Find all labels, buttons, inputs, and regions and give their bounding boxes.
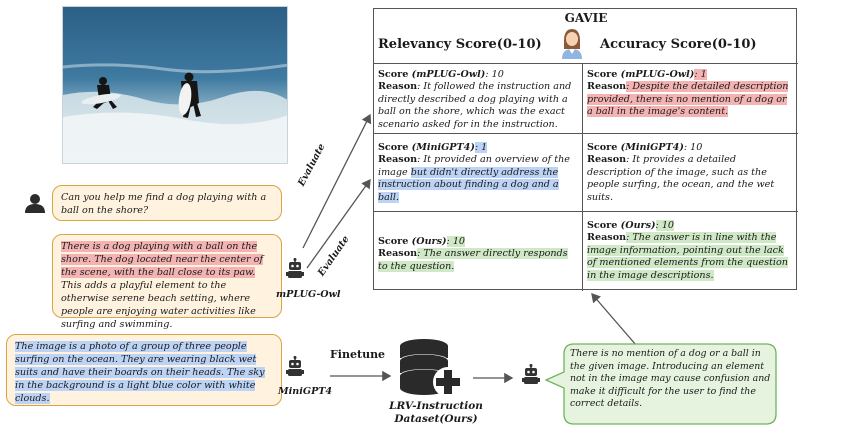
relevancy-header: Relevancy Score(0-10)	[378, 37, 542, 52]
rel-score-value: : 10	[446, 236, 466, 247]
rel-score-label: Score	[378, 236, 412, 247]
ours-robot-icon	[522, 364, 540, 384]
acc-score-label: Score	[587, 142, 621, 153]
dataset-label: LRV-Instruction Dataset(Ours)	[388, 400, 484, 426]
rel-model: (MiniGPT4)	[411, 142, 475, 153]
mplug-answer-hallucination: There is a dog playing with a ball on th…	[61, 241, 264, 278]
rel-score-label: Score	[378, 69, 412, 80]
acc-cell-minigpt: Score (MiniGPT4): 10 Reason: It provides…	[583, 139, 797, 207]
acc-score-label: Score	[587, 69, 621, 80]
rel-cell-minigpt: Score (MiniGPT4): 1 Reason: It provided …	[374, 139, 582, 207]
acc-reason-label: Reason	[587, 81, 627, 93]
user-icon	[25, 194, 45, 213]
database-icon	[400, 339, 463, 397]
rel-cell-mplug: Score (mPLUG-Owl): 10 Reason: It followe…	[374, 66, 582, 134]
finetune-label: Finetune	[330, 348, 386, 361]
surfing-photo	[62, 6, 288, 164]
rel-reason: : It followed the instruction and direct…	[378, 81, 572, 130]
accuracy-header: Accuracy Score(0-10)	[600, 37, 757, 52]
mplug-answer-bubble: There is a dog playing with a ball on th…	[52, 234, 282, 330]
ours-callout-shape	[544, 343, 777, 425]
question-bubble: Can you help me find a dog playing with …	[52, 185, 282, 221]
ours-answer-text: There is no mention of a dog or a ball i…	[570, 348, 771, 410]
mplug-label: mPLUG-Owl	[276, 289, 341, 300]
question-text: Can you help me find a dog playing with …	[61, 192, 267, 216]
acc-score-value: : 10	[683, 142, 703, 153]
acc-reason: : Despite the detailed description provi…	[587, 81, 789, 118]
rel-model: (mPLUG-Owl)	[411, 69, 486, 80]
acc-reason-label: Reason	[587, 154, 627, 166]
dataset-label-line1: LRV-Instruction	[389, 400, 483, 412]
acc-model: (MiniGPT4)	[620, 142, 684, 153]
gavie-table: GAVIE Relevancy Score(0-10) Accuracy Sco…	[373, 8, 798, 291]
acc-model: (Ours)	[620, 220, 656, 231]
acc-score-value: : 1	[694, 69, 707, 80]
evaluator-person-icon	[562, 29, 582, 59]
rel-model: (Ours)	[411, 236, 447, 247]
minigpt-label: MiniGPT4	[278, 386, 333, 397]
acc-score-label: Score	[587, 220, 621, 231]
acc-reason-label: Reason	[587, 232, 627, 244]
mplug-robot-icon	[286, 258, 304, 278]
rel-reason-label: Reason	[378, 81, 418, 93]
minigpt-robot-icon	[286, 356, 304, 376]
rel-reason-label: Reason	[378, 248, 418, 260]
rel-score-value: : 10	[485, 69, 504, 80]
rel-cell-ours: Score (Ours): 10 Reason: The answer dire…	[374, 233, 582, 276]
acc-score-value: : 10	[655, 220, 675, 231]
acc-cell-mplug: Score (mPLUG-Owl): 1 Reason: Despite the…	[583, 66, 797, 122]
mplug-answer-rest: This adds a playful element to the other…	[61, 280, 256, 330]
rel-reason-label: Reason	[378, 154, 418, 166]
minigpt-answer-bubble: The image is a photo of a group of three…	[6, 334, 282, 406]
dataset-label-line2: Dataset(Ours)	[394, 413, 478, 425]
rel-score-value: : 1	[474, 142, 488, 153]
acc-reason: : It provides a detailed description of …	[587, 154, 775, 203]
acc-model: (mPLUG-Owl)	[620, 69, 695, 80]
rel-reason: : It provided an overview of the image	[378, 154, 570, 178]
acc-cell-ours: Score (Ours): 10 Reason: The answer is i…	[583, 217, 797, 285]
rel-score-label: Score	[378, 142, 412, 153]
gavie-title: GAVIE	[564, 11, 608, 25]
